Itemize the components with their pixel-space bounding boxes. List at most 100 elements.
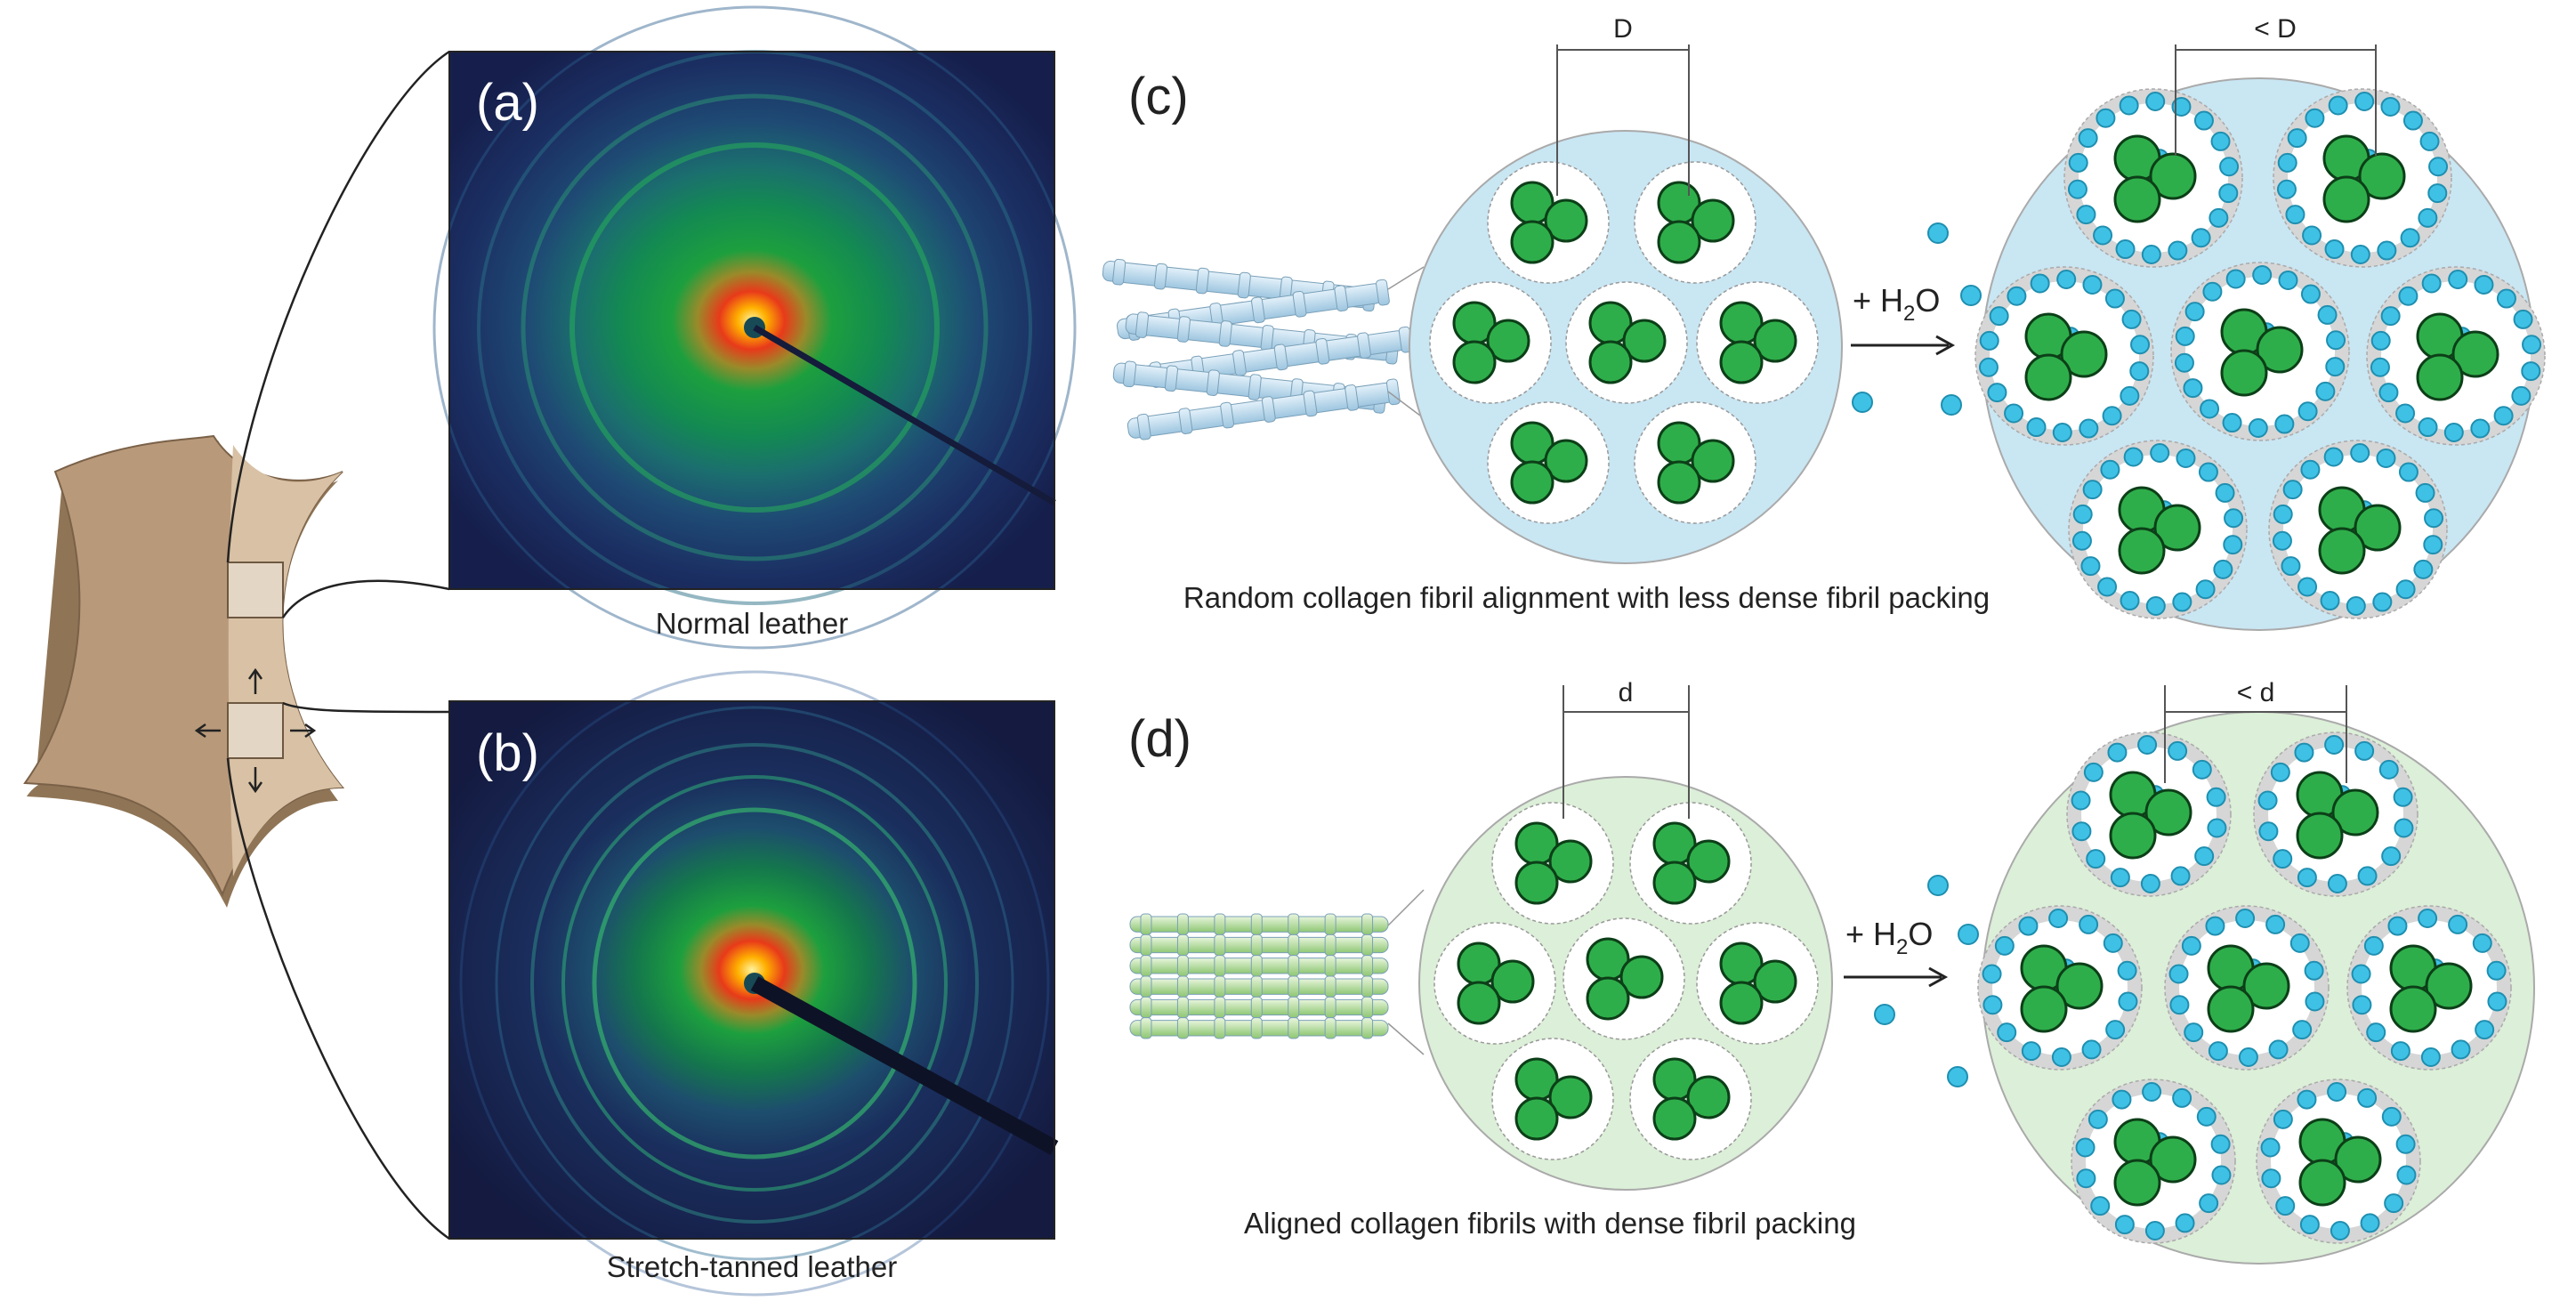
sample-square-stretched	[227, 702, 284, 759]
fibril	[2149, 152, 2197, 200]
water-molecule	[2511, 385, 2532, 406]
water-molecule	[2115, 239, 2136, 260]
fibril	[1586, 976, 1630, 1021]
fibril	[2256, 326, 2304, 374]
fibril	[2451, 330, 2499, 378]
water-molecule	[2206, 787, 2226, 807]
water-molecule	[2140, 873, 2160, 893]
panel-d: (d) d + H2O < d Aligned	[1128, 678, 2535, 1265]
panel-b: (b) Stretch-tanned leather	[448, 670, 1059, 1297]
water-molecule	[2276, 179, 2297, 199]
caption-b: Stretch-tanned leather	[607, 1250, 898, 1283]
water-molecule	[2196, 1106, 2217, 1127]
water-molecule	[2315, 381, 2336, 401]
water-molecule	[1997, 1022, 2017, 1043]
water-molecule	[1979, 330, 1999, 351]
water-molecule	[2424, 508, 2444, 529]
fibril	[2149, 1135, 2197, 1184]
water-molecule	[2448, 914, 2468, 934]
water-molecule	[2273, 504, 2293, 524]
water-molecule	[1987, 383, 2007, 403]
reaction-label-c: + H2O	[1853, 282, 1940, 326]
water-molecule	[2513, 309, 2533, 329]
water-molecule	[2260, 1137, 2281, 1158]
water-molecule	[2086, 849, 2106, 869]
water-molecule	[2274, 414, 2295, 434]
water-molecule	[2354, 92, 2375, 112]
fibril-group	[1491, 802, 1614, 925]
water-molecule	[2119, 95, 2139, 116]
water-molecule	[2387, 916, 2408, 936]
hydrated-fibril-group	[2268, 440, 2448, 619]
water-molecule	[2056, 270, 2077, 290]
water-molecule	[2297, 1089, 2317, 1110]
zoom-line-c-bottom	[1387, 391, 1425, 419]
hydrated-fibril-group	[1974, 266, 2154, 446]
fibril	[2389, 985, 2437, 1033]
fibril	[2055, 962, 2104, 1010]
water-molecule	[2112, 1089, 2132, 1110]
water-molecule	[2427, 183, 2448, 204]
water-molecule	[2270, 762, 2290, 782]
fibril-group	[1634, 401, 1756, 524]
fibril-group	[1634, 161, 1756, 284]
water-molecule	[2357, 866, 2378, 886]
zoom-line-c-top	[1387, 266, 1425, 290]
water-molecule	[2261, 1168, 2281, 1189]
water-molecule	[2021, 1041, 2041, 1062]
dimension-label-d-dry: d	[1619, 678, 1634, 707]
water-molecule	[2350, 443, 2370, 464]
free-water-c	[1852, 222, 1982, 416]
fibril	[1691, 198, 1735, 243]
water-molecule	[2415, 482, 2435, 503]
water-molecule	[2486, 960, 2507, 981]
fibril	[2322, 175, 2370, 223]
water-molecule	[2141, 244, 2161, 264]
fibril	[1510, 220, 1554, 264]
hydrated-fibril-group	[2063, 88, 2243, 268]
water-molecule	[2395, 403, 2416, 424]
water-molecule	[2174, 352, 2194, 373]
collagen-fiber	[1117, 279, 1390, 341]
water-molecule	[2366, 1022, 2386, 1043]
water-molecule	[2470, 418, 2491, 439]
water-molecule	[2183, 378, 2203, 399]
fibril	[1686, 839, 1731, 884]
fibril-group	[1491, 1038, 1614, 1160]
water-molecule	[2007, 286, 2027, 306]
water-molecule	[2105, 1020, 2126, 1040]
fibril	[2296, 812, 2344, 860]
water-molecule	[2071, 821, 2092, 842]
fibril	[1588, 340, 1633, 384]
water-molecule	[2079, 418, 2099, 439]
hydration-arrow-d	[1844, 966, 1949, 988]
water-molecule	[2258, 821, 2279, 842]
water-molecule	[2193, 110, 2214, 131]
water-molecule	[2175, 1213, 2195, 1233]
water-molecule	[2289, 933, 2310, 953]
water-molecule	[2142, 1082, 2162, 1103]
fibril	[2425, 962, 2473, 1010]
panel-c: (c) D + H2O < D Random	[1102, 14, 2546, 631]
water-molecule	[2326, 330, 2346, 351]
water-molecule	[2354, 740, 2375, 761]
water-molecule	[2118, 991, 2138, 1012]
water-molecule	[2372, 592, 2393, 612]
water-molecule	[2268, 1039, 2289, 1060]
water-molecule	[2475, 1020, 2495, 1040]
water-molecule	[2273, 1109, 2293, 1129]
collagen-fiber	[1129, 1017, 1389, 1039]
water-molecule	[2210, 131, 2231, 151]
water-molecule	[2378, 383, 2399, 403]
water-molecule	[2402, 110, 2423, 131]
water-molecule	[2121, 309, 2142, 329]
collagen-fiber	[1129, 996, 1389, 1019]
fibril	[1691, 439, 1735, 483]
beam-stop-stretched	[750, 976, 1059, 1155]
water-molecule	[2172, 592, 2192, 612]
collagen-fiber	[1129, 933, 1389, 957]
water-molecule	[1982, 995, 2003, 1015]
fibril	[2318, 527, 2366, 575]
water-molecule	[2278, 270, 2298, 290]
water-molecule	[2144, 1220, 2165, 1240]
